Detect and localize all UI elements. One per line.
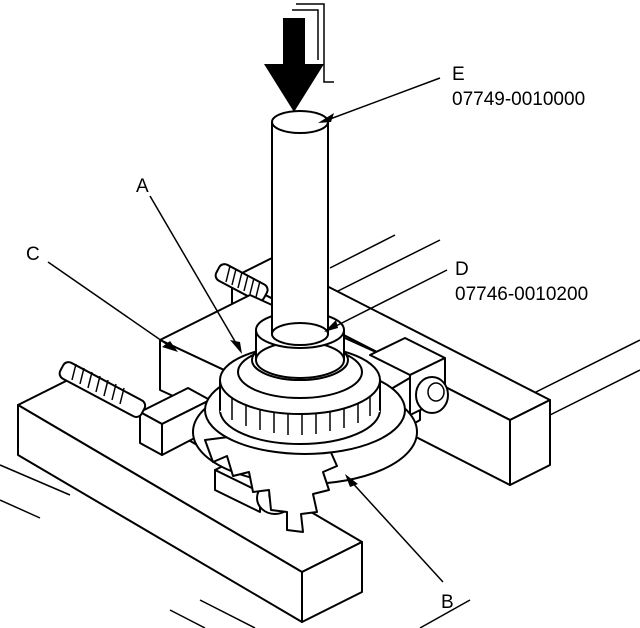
- front-bolt: [58, 361, 147, 418]
- work-surface-lines: [0, 234, 640, 628]
- label-e-part-number: 07749-0010000: [452, 89, 585, 110]
- label-b: B: [441, 592, 454, 613]
- label-a: A: [136, 176, 149, 197]
- callout-labels: E 07749-0010000 A C D 07746-0010200 B: [26, 64, 588, 613]
- label-d: D: [455, 259, 469, 280]
- label-d-part-number: 07746-0010200: [455, 284, 588, 305]
- label-e: E: [452, 64, 465, 85]
- leader-lines: [47, 77, 448, 583]
- label-c: C: [26, 244, 40, 265]
- force-arrow: [264, 3, 334, 112]
- front-rail: [17, 374, 363, 623]
- rear-bolt: [214, 263, 269, 303]
- driver-shaft: [271, 110, 329, 346]
